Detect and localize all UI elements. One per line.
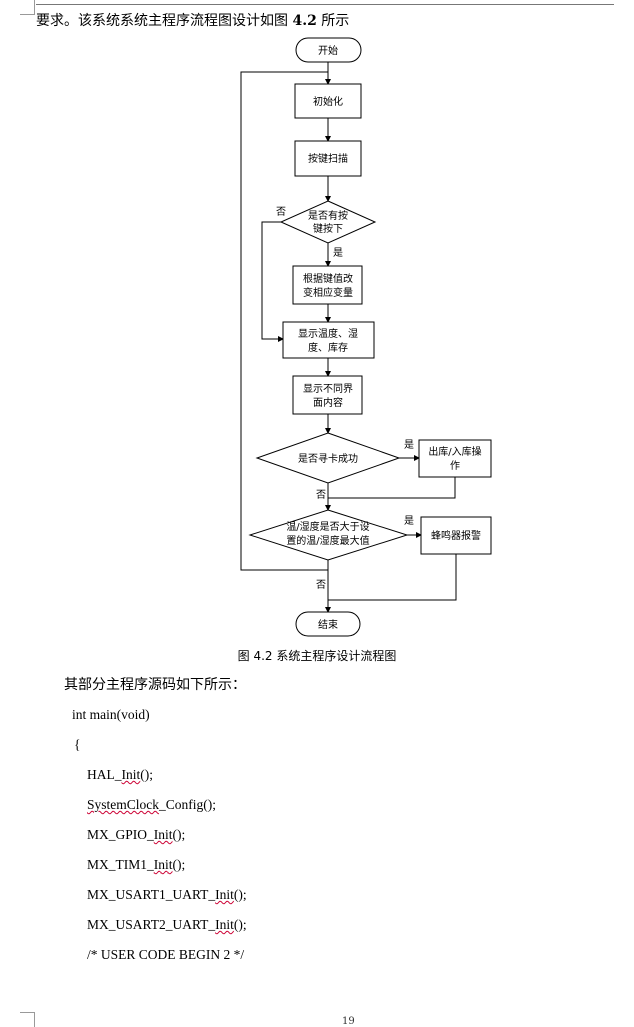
intro-after: 所示 xyxy=(316,13,350,29)
no-label: 否 xyxy=(316,489,326,501)
inout-label-1: 出库/入库操 xyxy=(428,445,481,458)
code-line-2: { xyxy=(74,737,81,752)
code-line-4: SystemClock_Config(); xyxy=(87,797,217,812)
intro-line: 要求。该系统系统主程序流程图设计如图 4.2 所示 xyxy=(36,10,349,30)
threshold-decision xyxy=(248,509,409,561)
no-label: 否 xyxy=(316,579,326,591)
header-rule xyxy=(36,4,614,5)
figure-ref: 4.2 xyxy=(292,13,317,29)
code-line-8: MX_USART2_UART_Init(); xyxy=(87,917,247,932)
yes-label: 是 xyxy=(404,439,414,451)
key-pressed-decision xyxy=(279,200,377,244)
code-intro-paragraph: 其部分主程序源码如下所示： xyxy=(64,677,246,693)
key-scan-label: 按键扫描 xyxy=(308,152,348,165)
threshold-label-1: 温/湿度是否大于设 xyxy=(286,520,369,533)
modify-variable-box xyxy=(292,265,363,305)
figure-caption: 图 4.2 系统主程序设计流程图 xyxy=(237,649,397,663)
yes-label: 是 xyxy=(333,247,343,259)
init-label: 初始化 xyxy=(313,95,343,108)
code-line-5: MX_GPIO_Init(); xyxy=(87,827,186,842)
code-line-6: MX_TIM1_Init(); xyxy=(87,857,186,872)
code-line-7: MX_USART1_UART_Init(); xyxy=(87,887,247,902)
page-number: 19 xyxy=(342,1016,355,1027)
key-pressed-label-2: 键按下 xyxy=(313,222,343,235)
threshold-label-2: 置的温/湿度最大值 xyxy=(286,534,369,547)
interface-label-2: 面内容 xyxy=(313,396,343,409)
code-line-9: /* USER CODE BEGIN 2 */ xyxy=(87,947,245,962)
key-pressed-label-1: 是否有按 xyxy=(308,209,348,222)
modify-label-2: 变相应变量 xyxy=(303,286,353,299)
card-label: 是否寻卡成功 xyxy=(298,452,358,465)
inout-box xyxy=(418,439,492,478)
init-box xyxy=(294,83,362,119)
inout-label-2: 作 xyxy=(450,460,460,472)
buzzer-box xyxy=(420,516,492,555)
end-label: 结束 xyxy=(318,618,338,631)
code-line-1: int main(void) xyxy=(72,707,150,722)
start-label: 开始 xyxy=(318,44,338,57)
display-label-1: 显示温度、湿 xyxy=(298,327,358,340)
buzzer-label: 蜂鸣器报警 xyxy=(431,529,481,542)
page-corner-mark xyxy=(20,0,35,15)
no-label: 否 xyxy=(276,206,286,218)
interface-label-1: 显示不同界 xyxy=(303,383,353,395)
key-scan-box xyxy=(294,140,362,177)
page-corner-mark xyxy=(20,1012,35,1027)
yes-label: 是 xyxy=(404,515,414,527)
display-box xyxy=(282,321,375,359)
display-label-2: 度、库存 xyxy=(308,341,348,354)
end-terminal xyxy=(295,611,361,637)
intro-text: 要求。该系统系统主程序流程图设计如图 xyxy=(36,13,293,29)
modify-label-1: 根据键值改 xyxy=(303,272,353,285)
code-line-3: HAL_Init(); xyxy=(87,767,153,782)
flowchart: 开始 初始化 按键扫描 是否有按 键按下 是 否 根据键值改 变相应变量 显示温… xyxy=(240,37,492,637)
